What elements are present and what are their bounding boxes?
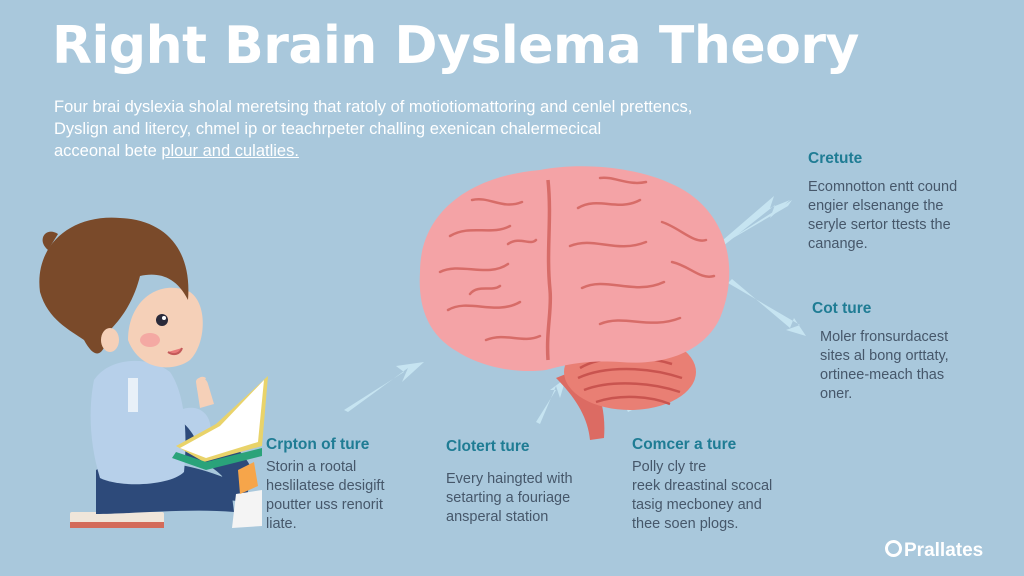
callout-heading: Cretute xyxy=(808,150,863,167)
callout-line: sites al bong orttaty, xyxy=(820,348,949,364)
intro-line-3: acceonal bete plour and culatlies. xyxy=(54,140,814,162)
intro-link[interactable]: plour and culatlies. xyxy=(161,142,299,160)
callout-bottom-left: Crpton of ture Storin a rootal heslilate… xyxy=(266,436,385,534)
callout-line: seryle sertor ttests the xyxy=(808,217,951,233)
callout-line: ansperal station xyxy=(446,509,549,525)
brain-icon xyxy=(419,166,730,440)
callout-top-right: Cretute Ecomnotton entt cound engier els… xyxy=(808,150,957,254)
callout-heading: Clotert ture xyxy=(446,438,530,455)
callout-line: canange. xyxy=(808,236,868,252)
callout-bottom-right: Comcer a ture Polly cly tre reek dreasti… xyxy=(632,436,772,534)
callout-line: Moler fronsurdacest xyxy=(820,329,949,345)
callout-line: Every haingted with xyxy=(446,471,573,487)
callout-line: ortinee-meach thas xyxy=(820,367,945,383)
callout-heading: Cot ture xyxy=(812,300,872,317)
callout-body: Polly cly tre reek dreastinal scocal tas… xyxy=(632,458,772,534)
callout-mid-right: Cot ture Moler fronsurdacest sites al bo… xyxy=(812,300,949,404)
page-title: Right Brain Dyslema Theory xyxy=(52,16,859,76)
arrow-to-bottom-left-icon xyxy=(344,362,424,412)
intro-line-1: Four brai dyslexia sholal meretsing that… xyxy=(54,98,693,116)
callout-body: Every haingted with setarting a fouriage… xyxy=(446,470,573,527)
callout-line: engier elsenange the xyxy=(808,198,944,214)
callout-line: Polly cly tre xyxy=(632,459,707,475)
callout-line: thee soen plogs. xyxy=(632,516,739,532)
intro-paragraph: Four brai dyslexia sholal meretsing that… xyxy=(54,96,814,162)
intro-line-2: Dyslign and litercy, chmel ip or teachrp… xyxy=(54,120,602,138)
callout-line: liate. xyxy=(266,516,297,532)
arrow-to-bottom-center-icon xyxy=(536,378,566,424)
logo-ring-icon xyxy=(885,540,902,557)
callout-body: Storin a rootal heslilatese desigift pou… xyxy=(266,458,385,534)
callout-heading: Crpton of ture xyxy=(266,436,370,453)
child-reading-illustration xyxy=(39,217,268,528)
callout-line: oner. xyxy=(820,386,853,402)
callout-line: heslilatese desigift xyxy=(266,478,385,494)
arrow-to-mid-right-icon xyxy=(728,279,806,336)
callout-body: Ecomnotton entt cound engier elsenange t… xyxy=(808,178,957,254)
callout-line: setarting a fouriage xyxy=(446,490,571,506)
arrow-to-top-right-icon xyxy=(716,196,792,250)
callout-line: poutter uss renorit xyxy=(266,497,383,513)
brand-logo: Prallates xyxy=(885,540,983,562)
callout-line: Storin a rootal xyxy=(266,459,357,475)
callout-line: tasig mecboney and xyxy=(632,497,762,513)
callout-line: reek dreastinal scocal xyxy=(632,478,773,494)
callout-bottom-center: Clotert ture Every haingted with setarti… xyxy=(446,438,573,527)
callout-body: Moler fronsurdacest sites al bong orttat… xyxy=(812,328,949,404)
intro-line-3-text: acceonal bete xyxy=(54,142,162,160)
logo-text: Prallates xyxy=(904,540,984,561)
callout-line: Ecomnotton entt cound xyxy=(808,179,958,195)
callout-heading: Comcer a ture xyxy=(632,436,737,453)
